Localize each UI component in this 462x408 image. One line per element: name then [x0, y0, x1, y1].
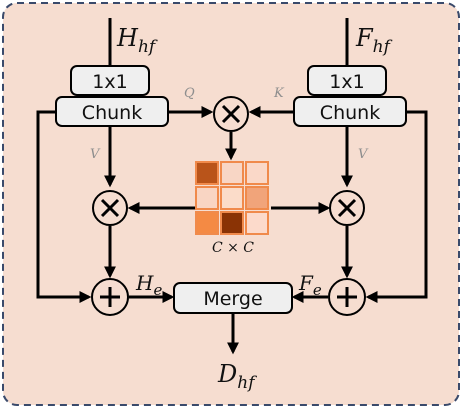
k-label: K: [273, 86, 285, 101]
matrix-cell-1-2: [245, 186, 269, 210]
residual-path-left: [36, 110, 92, 303]
q-label: Q: [184, 86, 195, 101]
intermediate-right-label: Fe: [298, 271, 322, 299]
svg-text:1x1: 1x1: [92, 71, 127, 93]
svg-text:1x1: 1x1: [329, 71, 364, 93]
matrix-label: C × C: [212, 240, 254, 256]
multiply-node-right: [329, 190, 365, 226]
matrix-cell-1-0: [195, 186, 219, 210]
svg-text:Merge: Merge: [203, 288, 262, 310]
v-label-left: V: [90, 147, 101, 162]
matrix-cell-2-2: [245, 211, 269, 235]
input-right-label: Fhf: [355, 24, 393, 57]
chunk-block-left: Chunk: [55, 96, 169, 127]
merge-block: Merge: [173, 282, 293, 314]
output-label: Dhf: [217, 360, 257, 393]
v-label-right: V: [358, 147, 369, 162]
conv-block-right: 1x1: [307, 65, 387, 96]
multiply-node-top: [213, 96, 249, 132]
multiply-node-left: [92, 190, 128, 226]
svg-text:Chunk: Chunk: [82, 102, 142, 124]
matrix-cell-1-1: [220, 186, 244, 210]
chunk-block-right: Chunk: [293, 96, 407, 127]
add-node-right: [328, 278, 366, 316]
matrix-cell-2-1: [220, 211, 244, 235]
conv-block-left: 1x1: [70, 65, 150, 96]
intermediate-left-label: He: [135, 271, 162, 299]
matrix-cell-2-0: [195, 211, 219, 235]
svg-text:Chunk: Chunk: [320, 102, 380, 124]
add-node-left: [91, 278, 129, 316]
matrix-cell-0-0: [195, 161, 219, 185]
attention-matrix: [195, 161, 269, 235]
matrix-cell-0-2: [245, 161, 269, 185]
matrix-cell-0-1: [220, 161, 244, 185]
input-left-label: Hhf: [116, 24, 158, 57]
residual-path-right: [365, 110, 428, 303]
